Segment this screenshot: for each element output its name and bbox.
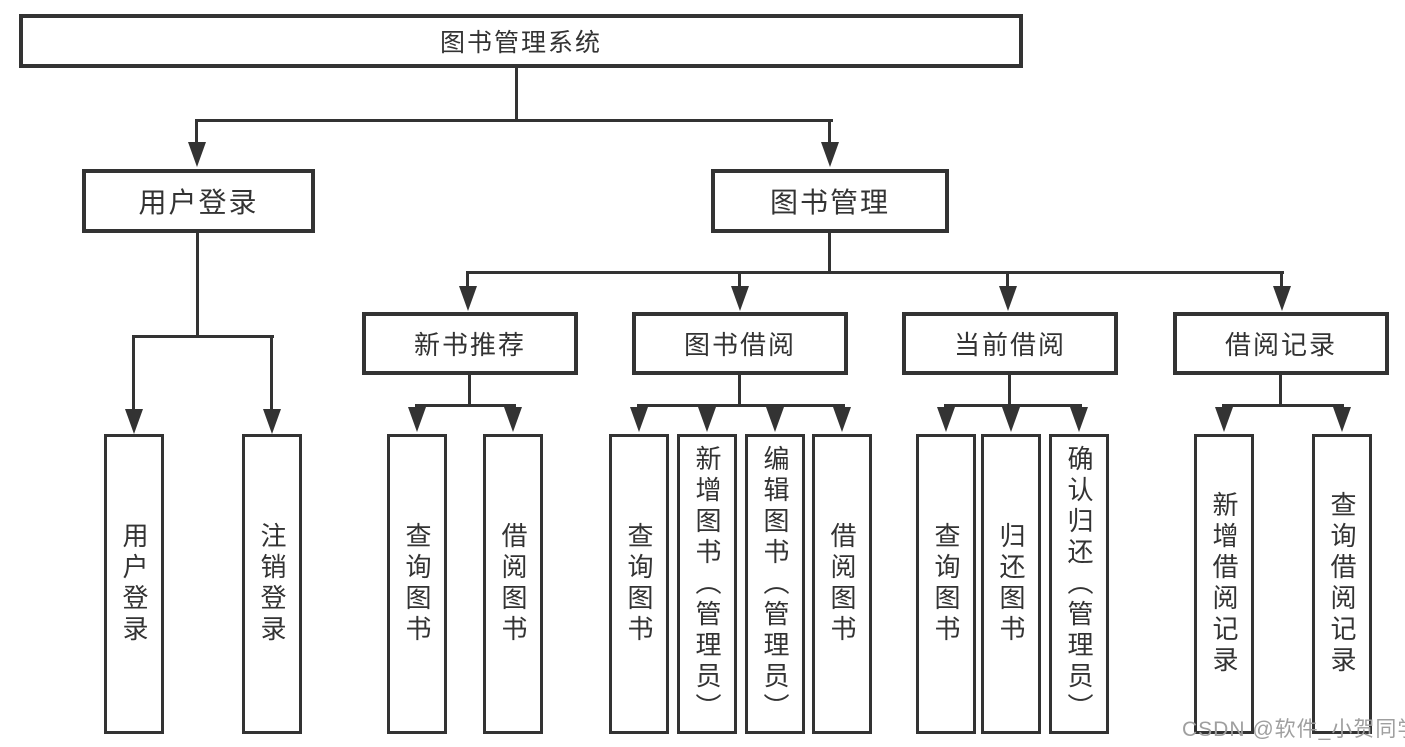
arrow-to-edit-book — [766, 407, 784, 432]
arrow-to-login-leaf — [125, 409, 143, 434]
csdn-watermark: CSDN @软件_小贺同学 — [1182, 718, 1405, 741]
connector-book-borrow-rail — [637, 404, 845, 407]
arrow-to-book-borrow — [731, 286, 749, 311]
node-root-library-system: 图书管理系统 — [19, 14, 1023, 68]
connector-new-book-stem — [468, 374, 471, 406]
connector-drop-borrow-record — [1280, 271, 1283, 287]
connector-current-borrow-rail — [944, 404, 1082, 407]
leaf-borrow-book: 借阅图书 — [812, 434, 872, 734]
leaf-edit-book-admin: 编辑图书（管理员） — [745, 434, 805, 734]
connector-root-rail — [196, 119, 833, 122]
connector-drop-login-leaf — [132, 335, 135, 411]
leaf-user-login: 用户登录 — [104, 434, 164, 734]
leaf-query-book-borrow: 查询图书 — [609, 434, 669, 734]
leaf-borrow-book-recommend: 借阅图书 — [483, 434, 543, 734]
arrow-to-add-borrow-record — [1215, 407, 1233, 432]
connector-book-borrow-stem — [738, 374, 741, 406]
connector-borrow-record-stem — [1279, 374, 1282, 406]
leaf-confirm-return-admin: 确认归还（管理员） — [1049, 434, 1109, 734]
arrow-to-add-book — [698, 407, 716, 432]
arrow-to-borrow-book-1 — [504, 407, 522, 432]
arrow-to-borrow-record — [1273, 286, 1291, 311]
node-book-management: 图书管理 — [711, 169, 949, 233]
connector-drop-user-login — [195, 119, 198, 145]
leaf-query-borrow-record: 查询借阅记录 — [1312, 434, 1372, 734]
node-user-login: 用户登录 — [82, 169, 315, 233]
connector-user-login-rail — [133, 335, 274, 338]
leaf-add-book-admin: 新增图书（管理员） — [677, 434, 737, 734]
node-borrow-record: 借阅记录 — [1173, 312, 1389, 375]
connector-drop-logout-leaf — [270, 335, 273, 411]
connector-drop-current-borrow — [1006, 271, 1009, 287]
connector-drop-book-management — [828, 119, 831, 145]
arrow-to-query-book-1 — [408, 407, 426, 432]
leaf-return-book: 归还图书 — [981, 434, 1041, 734]
connector-root-stem — [515, 68, 518, 121]
arrow-to-query-book-2 — [630, 407, 648, 432]
arrow-to-current-borrow — [999, 286, 1017, 311]
arrow-to-return-book — [1002, 407, 1020, 432]
connector-current-borrow-stem — [1008, 374, 1011, 406]
connector-user-login-stem — [196, 232, 199, 337]
arrow-to-user-login — [188, 142, 206, 167]
connector-drop-book-borrow — [738, 271, 741, 287]
node-current-borrow: 当前借阅 — [902, 312, 1118, 375]
arrow-to-borrow-book-2 — [833, 407, 851, 432]
leaf-query-book-current: 查询图书 — [916, 434, 976, 734]
arrow-to-logout-leaf — [263, 409, 281, 434]
connector-new-book-rail — [415, 404, 516, 407]
node-book-borrow: 图书借阅 — [632, 312, 848, 375]
leaf-query-book-recommend: 查询图书 — [387, 434, 447, 734]
arrow-to-query-borrow-record — [1333, 407, 1351, 432]
arrow-to-book-management — [821, 142, 839, 167]
connector-book-mgmt-rail — [466, 271, 1284, 274]
arrow-to-new-book — [459, 286, 477, 311]
leaf-add-borrow-record: 新增借阅记录 — [1194, 434, 1254, 734]
node-new-book-recommend: 新书推荐 — [362, 312, 578, 375]
connector-book-mgmt-stem — [828, 232, 831, 273]
connector-borrow-record-rail — [1222, 404, 1344, 407]
leaf-logout: 注销登录 — [242, 434, 302, 734]
arrow-to-query-book-3 — [937, 407, 955, 432]
connector-drop-new-book — [466, 271, 469, 287]
arrow-to-confirm-return — [1070, 407, 1088, 432]
